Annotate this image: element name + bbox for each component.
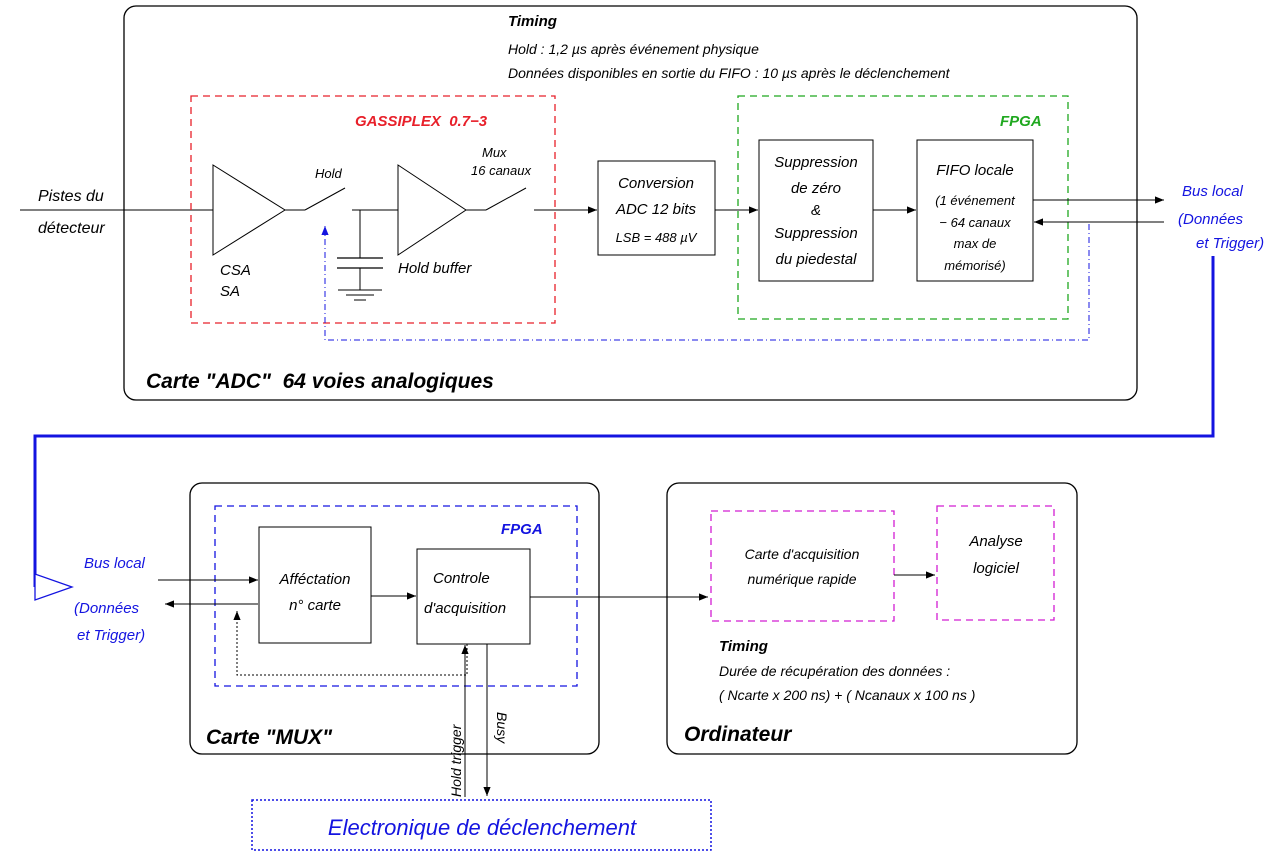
sa-label: SA <box>220 283 240 300</box>
affectation-box <box>258 526 372 644</box>
mux-bus-line1: Bus local <box>84 555 146 572</box>
ordinateur-frame <box>666 482 1078 755</box>
acquisition-card-box <box>710 510 895 622</box>
suppression-line1: Suppression <box>774 154 857 171</box>
gassiplex-block <box>190 95 556 324</box>
adc-card-frame <box>123 5 1138 401</box>
hold-buffer-label: Hold buffer <box>398 260 472 277</box>
controle-line1: Controle <box>433 570 490 587</box>
mux-card-frame <box>189 482 600 755</box>
adc-timing-heading: Timing <box>508 13 557 30</box>
adc-conversion-box <box>597 160 716 256</box>
mux-bus-line3: et Trigger) <box>77 627 145 644</box>
hold-trigger-label: Hold trigger <box>448 723 464 797</box>
card-number-loop <box>233 611 468 676</box>
ordinateur-title: Ordinateur <box>684 723 793 746</box>
mux-bus-local: Bus local (Données et Trigger) <box>74 555 146 644</box>
acquisition-line1: Carte d'acquisition <box>745 546 860 562</box>
mux-fpga-block <box>214 505 578 687</box>
affectation-line1: Afféctation <box>279 571 351 588</box>
adc-bus-local: Bus local (Données et Trigger) <box>1178 183 1264 252</box>
mux-card-title: Carte "MUX" <box>206 726 333 749</box>
csa-amplifier-icon <box>212 164 286 256</box>
fifo-line2: (1 événement <box>935 193 1016 208</box>
computer-timing-line1: Durée de récupération des données : <box>719 663 950 679</box>
hold-buffer-amplifier-icon <box>397 164 467 256</box>
csa-label: CSA <box>220 262 251 279</box>
affectation-line2: n° carte <box>289 597 341 614</box>
busy-label: Busy <box>494 712 510 744</box>
trigger-electronics-box <box>251 799 712 851</box>
hold-switch-icon <box>304 187 346 211</box>
analyse-logiciel-box <box>936 505 1055 621</box>
suppression-line4: Suppression <box>774 225 857 242</box>
bus-cable-arrow-icon <box>34 573 74 601</box>
trigger-electronics: Electronique de déclenchement <box>251 799 712 851</box>
adc-timing-line2: Données disponibles en sortie du FIFO : … <box>508 65 951 81</box>
computer-timing-heading: Timing <box>719 638 768 655</box>
acquisition-line2: numérique rapide <box>748 571 857 587</box>
trigger-electronics-label: Electronique de déclenchement <box>328 815 637 840</box>
fifo-line1: FIFO locale <box>936 162 1014 179</box>
ordinateur-card: Ordinateur Carte d'acquisition numérique… <box>666 482 1078 755</box>
detector-input-label-2: détecteur <box>38 220 105 237</box>
adc-timing-line1: Hold : 1,2 µs après événement physique <box>508 41 759 57</box>
suppression-line2: de zéro <box>791 180 841 197</box>
bus-cable <box>33 256 1215 587</box>
hold-label: Hold <box>315 166 343 181</box>
conversion-line1: Conversion <box>618 175 694 192</box>
controle-acquisition-box <box>416 548 531 645</box>
mux-fpga-label: FPGA <box>501 521 543 538</box>
computer-timing-line2: ( Ncarte x 200 ns) + ( Ncanaux x 100 ns … <box>719 687 975 703</box>
analyse-line1: Analyse <box>968 533 1022 550</box>
suppression-line3: & <box>811 202 821 219</box>
mux-card: Carte "MUX" FPGA Afféctation n° carte Co… <box>158 482 708 797</box>
mux-label-1: Mux <box>482 145 507 160</box>
mux-switch-icon <box>485 187 527 211</box>
adc-bus-line3: et Trigger) <box>1196 235 1264 252</box>
fifo-line5: mémorisé) <box>944 258 1005 273</box>
suppression-line5: du piedestal <box>776 251 858 268</box>
mux-bus-line2: (Données <box>74 600 140 617</box>
gassiplex-label: GASSIPLEX 0.7−3 <box>355 113 488 130</box>
controle-line2: d'acquisition <box>424 600 506 617</box>
mux-label-2: 16 canaux <box>471 163 531 178</box>
adc-card: Timing Hold : 1,2 µs après événement phy… <box>20 5 1164 401</box>
adc-bus-line1: Bus local <box>1182 183 1244 200</box>
adc-fpga-label: FPGA <box>1000 113 1042 130</box>
fifo-line3: − 64 canaux <box>939 215 1011 230</box>
adc-bus-line2: (Données <box>1178 211 1244 228</box>
detector-input-label-1: Pistes du <box>38 188 104 205</box>
analyse-line2: logiciel <box>973 560 1020 577</box>
fifo-box <box>916 139 1034 282</box>
conversion-line3: LSB = 488 µV <box>616 230 698 245</box>
adc-card-title: Carte "ADC" 64 voies analogiques <box>146 370 494 393</box>
hold-feedback-line <box>321 224 1090 341</box>
conversion-line2: ADC 12 bits <box>615 201 697 218</box>
fifo-line4: max de <box>954 236 997 251</box>
